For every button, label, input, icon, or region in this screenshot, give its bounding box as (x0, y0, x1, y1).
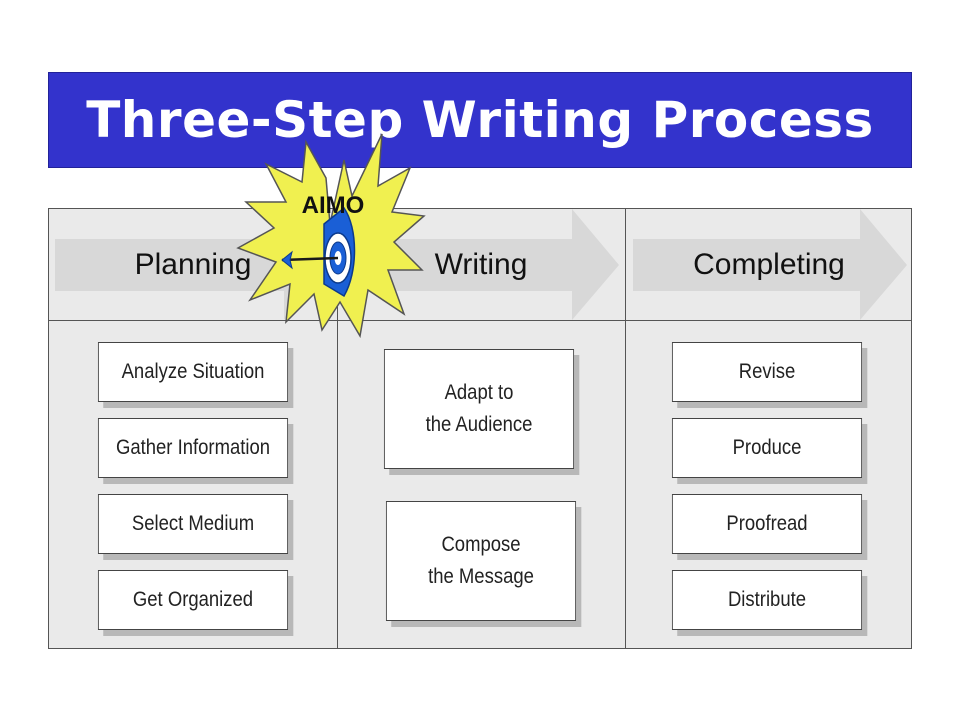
completing-arrow (633, 209, 907, 320)
column-divider-1 (337, 209, 338, 648)
stage-writing-label: Writing (434, 248, 528, 281)
stage-arrows (55, 209, 907, 320)
step-get-organized: Get Organized (97, 570, 289, 630)
aimo-starburst (236, 133, 426, 339)
step-analyze-situation: Analyze Situation (97, 342, 289, 402)
step-compose-message: Compose the Message (385, 501, 577, 621)
title-banner: Three-Step Writing Process (48, 72, 912, 168)
step-adapt-audience: Adapt to the Audience (383, 349, 575, 469)
stage-completing-label: Completing (693, 248, 845, 281)
step-select-medium: Select Medium (97, 494, 289, 554)
stage-planning-label: Planning (134, 248, 252, 281)
step-revise: Revise (671, 342, 863, 402)
page-title: Three-Step Writing Process (86, 91, 874, 149)
step-proofread: Proofread (671, 494, 863, 554)
process-panel: Planning Writing Completing Analyze Situ… (48, 208, 912, 649)
column-divider-2 (625, 209, 626, 648)
header-divider (49, 320, 911, 321)
planning-arrow (55, 209, 329, 320)
target-arrow-icon (281, 206, 356, 298)
step-distribute: Distribute (671, 570, 863, 630)
writing-arrow (345, 209, 619, 320)
step-produce: Produce (671, 418, 863, 478)
step-gather-information: Gather Information (97, 418, 289, 478)
aimo-label: AIMO (301, 192, 365, 219)
